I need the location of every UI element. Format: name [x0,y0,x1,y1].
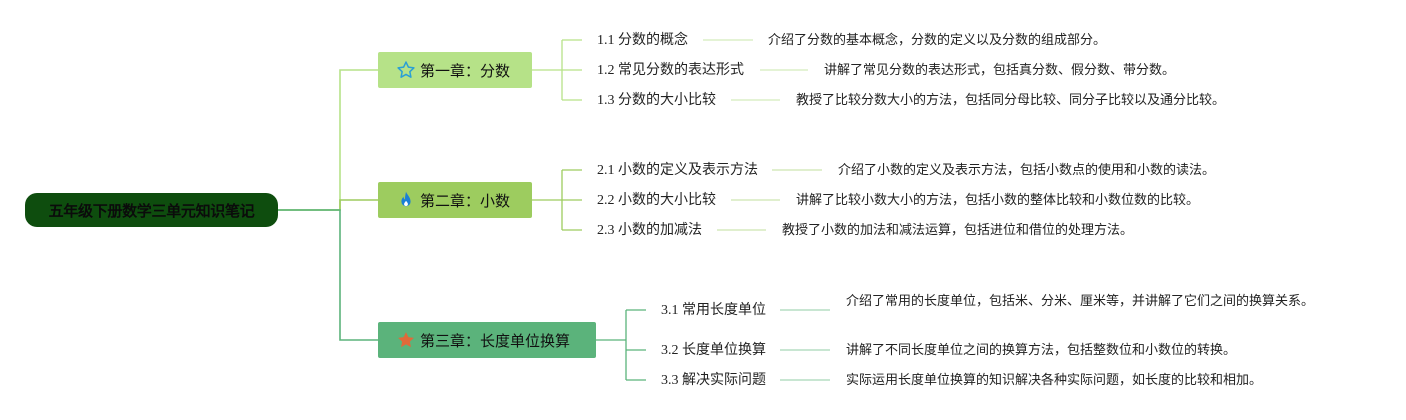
desc-3-2: 讲解了不同长度单位之间的换算方法，包括整数位和小数位的转换。 [846,343,1237,358]
connector-ch3-subs [596,309,646,381]
desc-2-3: 教授了小数的加法和减法运算，包括进位和借位的处理方法。 [782,223,1134,238]
chapter-1-label: 第一章：分数 [420,61,511,80]
desc-1-1: 介绍了分数的基本概念，分数的定义以及分数的组成部分。 [768,33,1107,48]
chapter-2-node[interactable]: 第二章：小数 [378,182,532,218]
sub-2-2-label[interactable]: 2.2 小数的大小比较 [597,193,716,208]
chapter-3-label: 第三章：长度单位换算 [420,331,571,350]
connector-root-ch3 [278,209,378,341]
flame-icon [396,190,416,210]
connector-ch1-subs [532,39,582,101]
sub-3-3-label[interactable]: 3.3 解决实际问题 [661,373,766,388]
desc-2-2: 讲解了比较小数大小的方法，包括小数的整体比较和小数位数的比较。 [796,193,1200,208]
connector-ch3-descs [780,309,830,381]
sub-2-3-label[interactable]: 2.3 小数的加减法 [597,223,702,238]
desc-3-1: 介绍了常用的长度单位，包括米、分米、厘米等，并讲解了它们之间的换算关系。 [846,294,1315,309]
root-node[interactable]: 五年级下册数学三单元知识笔记 [25,193,278,227]
sub-3-1-label[interactable]: 3.1 常用长度单位 [661,303,766,318]
star-filled-icon [396,330,416,350]
connector-ch1-descs [703,39,808,101]
sub-3-2-label[interactable]: 3.2 长度单位换算 [661,343,766,358]
connector-root-ch1 [278,69,378,211]
sub-1-3-label[interactable]: 1.3 分数的大小比较 [597,93,716,108]
connector-root-ch2 [278,199,378,211]
chapter-3-node[interactable]: 第三章：长度单位换算 [378,322,596,358]
sub-1-2-label[interactable]: 1.2 常见分数的表达形式 [597,63,744,78]
chapter-1-node[interactable]: 第一章：分数 [378,52,532,88]
chapter-2-label: 第二章：小数 [420,191,511,210]
sub-1-1-label[interactable]: 1.1 分数的概念 [597,33,688,48]
desc-2-1: 介绍了小数的定义及表示方法，包括小数点的使用和小数的读法。 [838,163,1216,178]
connector-ch2-subs [532,169,582,231]
desc-1-2: 讲解了常见分数的表达形式，包括真分数、假分数、带分数。 [824,63,1176,78]
sub-2-1-label[interactable]: 2.1 小数的定义及表示方法 [597,163,758,178]
desc-3-3: 实际运用长度单位换算的知识解决各种实际问题，如长度的比较和相加。 [846,373,1263,388]
star-outline-icon [396,60,416,80]
root-title: 五年级下册数学三单元知识笔记 [48,201,255,220]
desc-1-3: 教授了比较分数大小的方法，包括同分母比较、同分子比较以及通分比较。 [796,93,1226,108]
connector-ch2-descs [717,169,822,231]
